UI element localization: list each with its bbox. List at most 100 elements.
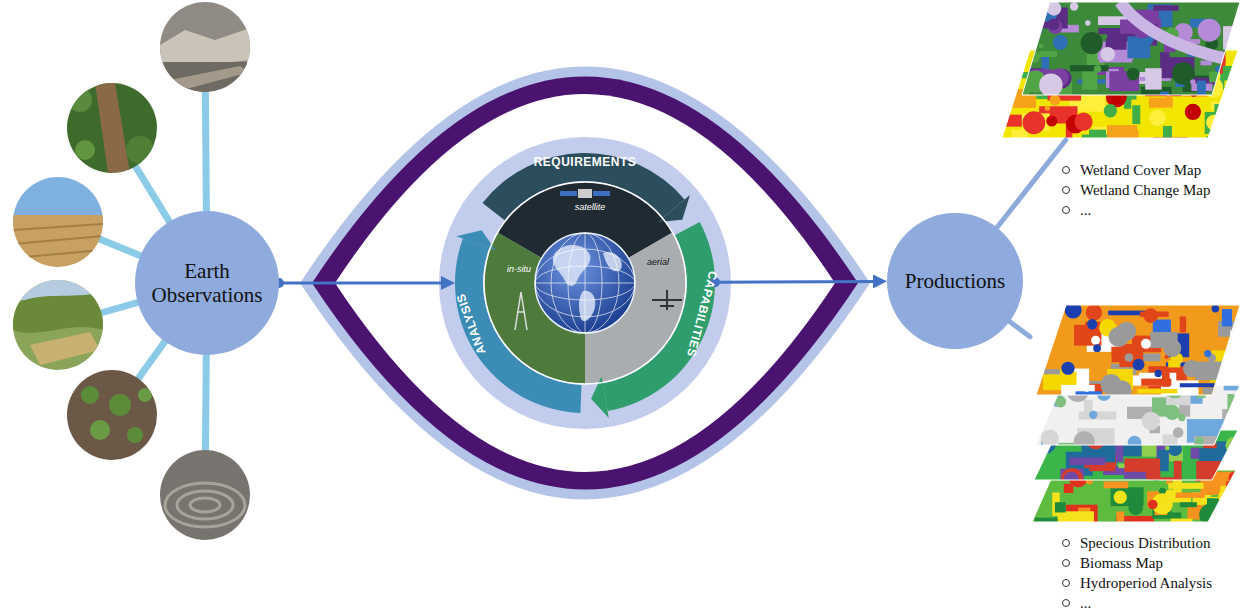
map-layer: [1183, 360, 1200, 377]
ring-label: REQUIREMENTS: [534, 155, 637, 169]
map-layer: [1101, 521, 1131, 530]
map-layer: [1155, 370, 1162, 377]
map-layer: [1141, 379, 1171, 386]
map-layer: [1089, 130, 1106, 148]
ring-label: ANALYSIS: [454, 292, 489, 357]
cycle-circle: REQUIREMENTSCAPABILITIESANALYSISsatellit…: [455, 153, 715, 413]
list-item: Wetland Cover Map: [1080, 162, 1201, 179]
mine-photo: [160, 450, 250, 540]
map-layer: [1239, 378, 1241, 397]
mine-photo: [177, 491, 233, 519]
map-layer: [1225, 453, 1236, 465]
map-layer: [1132, 472, 1139, 479]
map-layer: [1093, 344, 1101, 352]
map-layer: [1198, 19, 1221, 42]
map-layer: [1163, 339, 1181, 357]
forest-photo: [68, 88, 92, 112]
satellite-icon: [578, 189, 592, 198]
map-layer: [1142, 412, 1160, 430]
map-layer: [1061, 362, 1074, 375]
map-layer-edge: [1036, 305, 1240, 395]
map-layer: [1178, 414, 1185, 421]
list-row: Specious Distribution: [1062, 533, 1212, 553]
list-row: Hydroperiod Analysis: [1062, 573, 1212, 593]
forest-photo: [67, 83, 157, 173]
cycle-ring: [455, 153, 715, 418]
ring-label: CAPABILITIES: [684, 270, 720, 359]
map-layer: [1236, 137, 1241, 159]
map-layer: [1222, 435, 1229, 442]
eye-lens: [439, 137, 731, 429]
map-layer: [1220, 391, 1241, 402]
field-photo: [13, 215, 103, 267]
shrub-photo: [109, 394, 131, 416]
map-layer: [1225, 122, 1231, 128]
map-layer: [1069, 457, 1105, 465]
source-label: aerial: [647, 257, 669, 267]
shrub-photo: [127, 427, 143, 443]
map-layer: [1046, 116, 1057, 127]
map-layer: [1128, 436, 1142, 450]
map-layer-edge: [1022, 2, 1240, 95]
satellite-icon: [560, 191, 577, 196]
map-layer: [1195, 436, 1203, 444]
map-layer: [1222, 309, 1232, 326]
map-layer: [1065, 301, 1082, 318]
map-layer: [1120, 2, 1240, 62]
map-layer: [1212, 305, 1220, 313]
map-layer: [1231, 75, 1241, 91]
map-layer: [1221, 445, 1236, 464]
map-layer: [1168, 483, 1203, 489]
map-layer: [1089, 411, 1097, 419]
globe: [535, 233, 635, 333]
satellite-icon: [593, 191, 610, 196]
map-layer: [1165, 95, 1172, 102]
bullet-marker: [1062, 579, 1070, 587]
map-layer: [1141, 339, 1151, 349]
landslide-photo: [160, 2, 250, 92]
shrub-photo: [67, 370, 157, 460]
map-layer: [1204, 350, 1211, 357]
bullet-marker: [1062, 206, 1070, 214]
map-layer: [1100, 47, 1115, 62]
node-label: Earth Observations: [145, 259, 269, 307]
map-layer: [1039, 322, 1049, 344]
map-layer: [1201, 60, 1212, 65]
map-layer: [1222, 409, 1237, 426]
map-layer: [1237, 345, 1241, 357]
aircraft-icon: [652, 290, 682, 310]
map-layer: [1173, 427, 1184, 438]
map-layer: [1065, 386, 1091, 410]
map-layer: [1084, 387, 1089, 392]
map-layer: [1074, 431, 1095, 452]
list-item: Specious Distribution: [1080, 535, 1210, 552]
map-layer: [1034, 306, 1048, 320]
map-layer: [1109, 327, 1129, 347]
map-layer: [1094, 65, 1101, 72]
map-layer: [1087, 319, 1097, 329]
flow-arrow: [715, 280, 881, 284]
map-layer: [1196, 461, 1232, 480]
map-layer: [1127, 68, 1140, 81]
map-layer: [1039, 73, 1062, 96]
map-stacks: [1002, 0, 1241, 541]
map-layer: [1233, 71, 1241, 78]
map-layer: [1114, 491, 1127, 504]
map-layer: [1053, 35, 1068, 50]
connector-line: [1010, 322, 1030, 337]
map-layer: [1224, 517, 1241, 522]
map-layer: [1064, 484, 1074, 493]
map-layer: [1079, 411, 1117, 419]
output-circle: Productions: [887, 213, 1023, 349]
map-layer: [1229, 133, 1241, 150]
map-layer: [1148, 500, 1158, 510]
globe: [585, 233, 586, 333]
list-item: ...: [1080, 202, 1091, 219]
map-layer: [1206, 115, 1222, 131]
map-layer: [1149, 109, 1166, 126]
map-layer: [1223, 53, 1241, 58]
shrub-photo: [90, 420, 110, 440]
map-layer: [1223, 485, 1241, 506]
shrub-photo: [67, 370, 157, 460]
